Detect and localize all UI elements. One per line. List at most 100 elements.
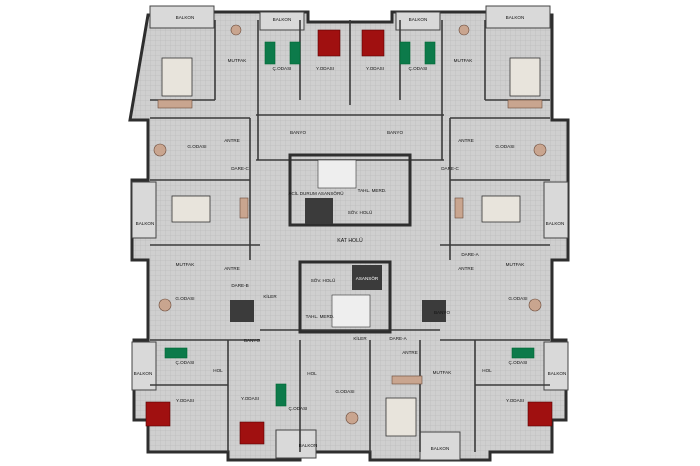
- room-label: BALKON: [409, 17, 428, 22]
- room-label: Ç.ODASI: [176, 360, 195, 365]
- rug: [481, 195, 521, 223]
- armchair: [153, 143, 167, 157]
- single-bed: [164, 347, 188, 359]
- room-label: G.ODASI: [508, 296, 527, 301]
- emergency-elevator: [305, 198, 333, 224]
- staircase: [331, 294, 371, 328]
- room-label: ACİL DURUM ASANSÖRÜ: [288, 190, 343, 196]
- room-label: MUTFAK: [506, 262, 526, 267]
- armchair: [158, 298, 172, 312]
- room-label: Ç.ODASI: [409, 66, 428, 71]
- room-label: DARE-B: [231, 283, 248, 288]
- room-label: MUTFAK: [433, 370, 453, 375]
- single-bed: [289, 41, 301, 65]
- double-bed: [361, 29, 385, 57]
- room-label: KİLER: [353, 335, 367, 341]
- dining-table: [391, 375, 423, 385]
- room-label: TAHL. MERD.: [358, 188, 387, 193]
- room-label: Y.ODASI: [506, 398, 524, 403]
- dining-table: [239, 197, 249, 219]
- double-bed: [317, 29, 341, 57]
- dining-table: [157, 99, 193, 109]
- room-label: BALKON: [136, 221, 155, 226]
- balcony: [131, 181, 157, 239]
- balcony: [543, 181, 569, 239]
- room-label: KAT HOLÜ: [337, 237, 363, 244]
- double-bed: [145, 401, 171, 427]
- shaft: [230, 300, 254, 322]
- room-label: ANTRE: [458, 266, 474, 271]
- room-label: BALKON: [506, 15, 525, 20]
- armchair: [345, 411, 359, 425]
- room-label: BALKON: [546, 221, 565, 226]
- room-label: BANYO: [387, 130, 404, 135]
- room-label: BALKON: [299, 443, 318, 448]
- room-label: G.ODASI: [187, 144, 206, 149]
- room-label: HOL: [307, 371, 317, 376]
- room-label: MUTFAK: [454, 58, 474, 63]
- single-bed: [424, 41, 436, 65]
- balcony: [131, 341, 157, 391]
- balcony: [259, 11, 305, 31]
- kitchen-table: [458, 24, 470, 36]
- room-label: ANTRE: [224, 138, 240, 143]
- rug: [171, 195, 211, 223]
- room-label: ASANSÖR: [356, 275, 379, 281]
- room-label: G.ODASI: [495, 144, 514, 149]
- room-label: BANYO: [434, 310, 451, 315]
- dining-table: [507, 99, 543, 109]
- room-label: BANYO: [244, 338, 261, 343]
- room-label: DARE-C: [441, 166, 459, 171]
- room-label: G.ODASI: [175, 296, 194, 301]
- room-label: Y.ODASI: [241, 396, 259, 401]
- rug: [161, 57, 193, 97]
- room-label: BALKON: [548, 371, 567, 376]
- room-label: BALKON: [176, 15, 195, 20]
- balcony: [275, 429, 317, 459]
- single-bed: [511, 347, 535, 359]
- room-label: G.ODASI: [335, 389, 354, 394]
- room-label: SÖV. HOLÜ: [348, 209, 373, 215]
- balcony: [485, 5, 551, 29]
- rug: [509, 57, 541, 97]
- room-label: DARE-C: [231, 166, 249, 171]
- room-label: SÖV. HOLÜ: [311, 277, 336, 283]
- room-label: Y.ODASI: [366, 66, 384, 71]
- room-label: HOL: [482, 368, 492, 373]
- room-labels: BALKON BALKON BALKON BALKON MUTFAK Ç.ODA…: [134, 15, 567, 451]
- staircase: [317, 159, 357, 189]
- balcony: [419, 431, 461, 461]
- core: [230, 153, 446, 334]
- kitchen-table: [230, 24, 242, 36]
- balcony: [149, 5, 215, 29]
- dining-table: [454, 197, 464, 219]
- room-label: ANTRE: [224, 266, 240, 271]
- elevator: [352, 265, 382, 290]
- room-label: DARE-A: [389, 336, 407, 341]
- armchair: [528, 298, 542, 312]
- room-label: Ç.ODASI: [273, 66, 292, 71]
- room-label: Y.ODASI: [176, 398, 194, 403]
- room-label: ANTRE: [402, 350, 418, 355]
- double-bed: [527, 401, 553, 427]
- balcony: [543, 341, 569, 391]
- balcony: [395, 11, 441, 31]
- room-label: MUTFAK: [228, 58, 248, 63]
- double-bed: [239, 421, 265, 445]
- single-bed: [264, 41, 276, 65]
- armchair: [533, 143, 547, 157]
- room-label: Ç.ODASI: [289, 406, 308, 411]
- room-label: KİLER: [263, 293, 277, 299]
- room-label: BALKON: [431, 446, 450, 451]
- single-bed: [275, 383, 287, 407]
- rug: [385, 397, 417, 437]
- room-label: BALKON: [134, 371, 153, 376]
- room-label: BALKON: [273, 17, 292, 22]
- shaft: [422, 300, 446, 322]
- room-label: ANTRE: [458, 138, 474, 143]
- room-label: Ç.ODASI: [509, 360, 528, 365]
- room-label: MUTFAK: [176, 262, 196, 267]
- room-label: DARE-A: [461, 252, 479, 257]
- room-label: Y.ODASI: [316, 66, 334, 71]
